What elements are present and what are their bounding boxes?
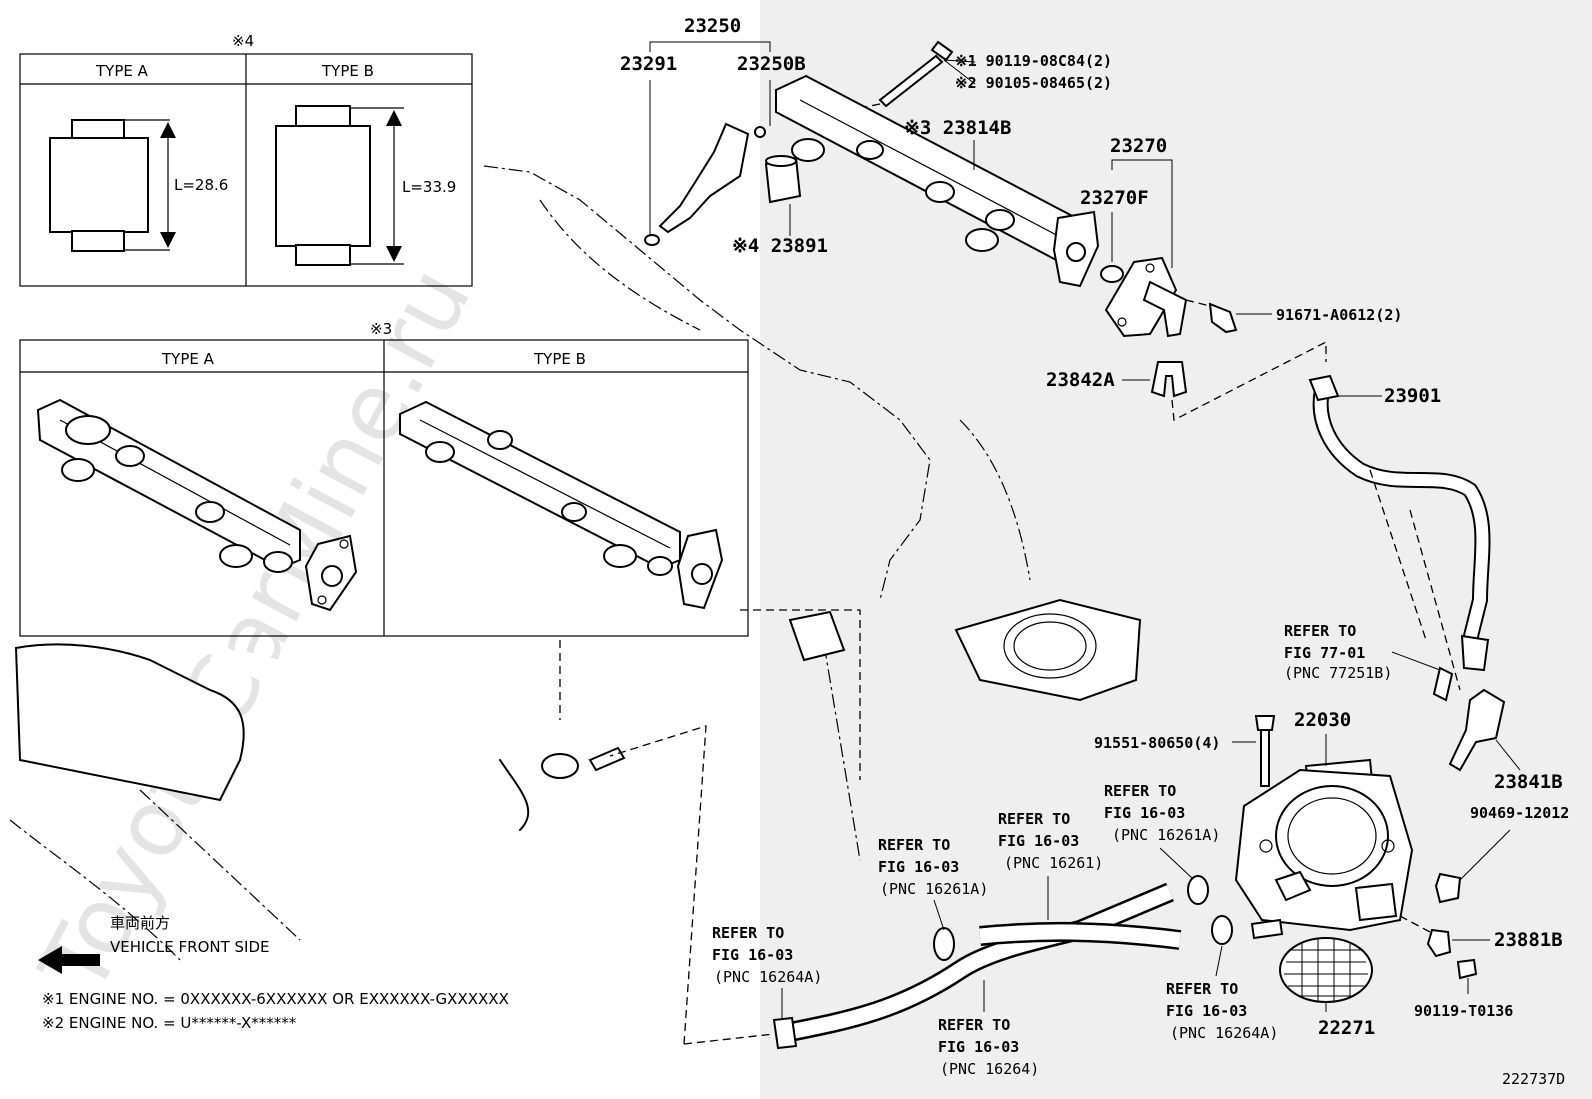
label-90119-T0136: 90119-T0136 (1414, 1002, 1513, 1020)
ref-16261: REFER TO FIG 16-03 (PNC 16261) (998, 810, 1103, 920)
svg-text:FIG 16-03: FIG 16-03 (1104, 804, 1185, 822)
o-ring-23270F (1100, 265, 1124, 283)
label-23881B: 23881B (1494, 929, 1563, 951)
box3-type-a-title: TYPE A (161, 350, 215, 368)
box4-type-b-length: L=33.9 (402, 178, 456, 196)
svg-text:FIG 16-03: FIG 16-03 (998, 832, 1079, 850)
label-23250: 23250 (684, 15, 741, 37)
arrow-left-icon (38, 946, 100, 974)
svg-text:FIG 16-03: FIG 16-03 (878, 858, 959, 876)
svg-text:REFER TO: REFER TO (998, 810, 1070, 828)
label-23842A: 23842A (1046, 369, 1115, 391)
box4-type-a-title: TYPE A (95, 62, 149, 80)
box-type-3: ※3 TYPE A TYPE B (19, 320, 749, 637)
svg-text:FIG 16-03: FIG 16-03 (712, 946, 793, 964)
ref-16261A-top: REFER TO FIG 16-03 (PNC 16261A) (1104, 782, 1220, 879)
bolt-90119-T0136 (1456, 958, 1478, 994)
ref-77-01: REFER TO FIG 77-01 (PNC 77251B) (1284, 622, 1454, 702)
svg-text:REFER TO: REFER TO (712, 924, 784, 942)
box3-mark: ※3 (370, 320, 392, 338)
water-bypass-hoses (609, 725, 1284, 1050)
delivery-pipe-23814B (775, 74, 1100, 288)
label-90469: 90469-12012 (1470, 804, 1569, 822)
label-91551: 91551-80650(4) (1094, 734, 1220, 752)
label-90119-08C84: ※1 90119-08C84(2) (955, 52, 1112, 70)
manifold-flange (788, 598, 1142, 702)
svg-text:FIG 16-03: FIG 16-03 (1166, 1002, 1247, 1020)
injector-23250: 23250 23291 23250B (620, 15, 806, 246)
label-22030: 22030 (1294, 709, 1351, 731)
box-type-4: ※4 TYPE A TYPE B L=28.6 L=3 (19, 32, 473, 287)
svg-text:(PNC 16264): (PNC 16264) (940, 1060, 1039, 1078)
label-23250B: 23250B (737, 53, 806, 75)
note-engine-2: ※2 ENGINE NO. = U******-X****** (42, 1014, 297, 1032)
box4-type-a-spacer (49, 119, 176, 252)
label-23270F: 23270F (1080, 187, 1149, 209)
label-22271: 22271 (1318, 1017, 1375, 1039)
vehicle-front-indicator: 車両前方 VEHICLE FRONT SIDE (38, 914, 270, 974)
bolt-91671 (1185, 299, 1272, 334)
fuel-hose-23901 (1308, 374, 1491, 672)
label-23891: ※4 23891 (732, 235, 828, 257)
svg-text:REFER TO: REFER TO (938, 1016, 1010, 1034)
label-23841B: 23841B (1494, 771, 1563, 793)
box4-type-a-length: L=28.6 (174, 176, 228, 194)
throttle-body-22030 (1234, 758, 1414, 932)
svg-text:REFER TO: REFER TO (878, 836, 950, 854)
label-91671: 91671-A0612(2) (1276, 306, 1402, 324)
svg-text:FIG 77-01: FIG 77-01 (1284, 644, 1365, 662)
clip-23842A (1122, 361, 1188, 398)
svg-text:(PNC 77251B): (PNC 77251B) (1284, 664, 1392, 682)
box4-mark: ※4 (232, 32, 254, 50)
note-engine-1: ※1 ENGINE NO. = 0XXXXXX-6XXXXXX OR EXXXX… (42, 990, 509, 1008)
svg-text:(PNC 16264A): (PNC 16264A) (1170, 1024, 1278, 1042)
svg-text:(PNC 16261A): (PNC 16261A) (880, 880, 988, 898)
svg-text:(PNC 16261A): (PNC 16261A) (1112, 826, 1220, 844)
box4-type-b-title: TYPE B (321, 62, 374, 80)
svg-text:VEHICLE FRONT SIDE: VEHICLE FRONT SIDE (110, 938, 270, 956)
shaded-background (760, 0, 1592, 1099)
label-23270: 23270 (1110, 135, 1167, 157)
clamp-23841B (1448, 688, 1521, 772)
ref-16261A-left: REFER TO FIG 16-03 (PNC 16261A) (878, 836, 988, 931)
engine-outline (9, 165, 1031, 961)
ref-16264A-left: REFER TO FIG 16-03 (PNC 16264A) (712, 924, 822, 1018)
spacer-23891 (764, 155, 802, 236)
fitting-23270 (1104, 256, 1188, 338)
svg-text:(PNC 16261): (PNC 16261) (1004, 854, 1103, 872)
svg-text:REFER TO: REFER TO (1284, 622, 1356, 640)
gasket-22271 (1279, 937, 1373, 1012)
label-23291: 23291 (620, 53, 677, 75)
box3-type-a-delivery-pipe (36, 398, 358, 612)
svg-text:車両前方: 車両前方 (110, 914, 170, 932)
label-90105-08465: ※2 90105-08465(2) (955, 74, 1112, 92)
clip-90469 (1434, 829, 1511, 904)
bolt-90119 (878, 40, 976, 108)
label-23814B: ※3 23814B (904, 117, 1011, 139)
bracket-23881B (1399, 915, 1490, 958)
svg-text:REFER TO: REFER TO (1166, 980, 1238, 998)
figure-id: 222737D (1502, 1070, 1565, 1088)
watermark: ToyotaCarMine.ru (19, 250, 491, 1011)
svg-text:(PNC 16264A): (PNC 16264A) (714, 968, 822, 986)
ref-16264: REFER TO FIG 16-03 (PNC 16264) (938, 980, 1039, 1078)
svg-text:REFER TO: REFER TO (1104, 782, 1176, 800)
ref-16264A-right: REFER TO FIG 16-03 (PNC 16264A) (1166, 945, 1278, 1042)
svg-text:FIG 16-03: FIG 16-03 (938, 1038, 1019, 1056)
box3-type-b-title: TYPE B (533, 350, 586, 368)
bolt-91551 (1232, 715, 1276, 787)
box3-type-b-delivery-pipe (399, 400, 724, 610)
left-hose-assembly (14, 643, 626, 831)
label-23901: 23901 (1384, 385, 1441, 407)
box4-type-b-spacer (275, 105, 404, 266)
